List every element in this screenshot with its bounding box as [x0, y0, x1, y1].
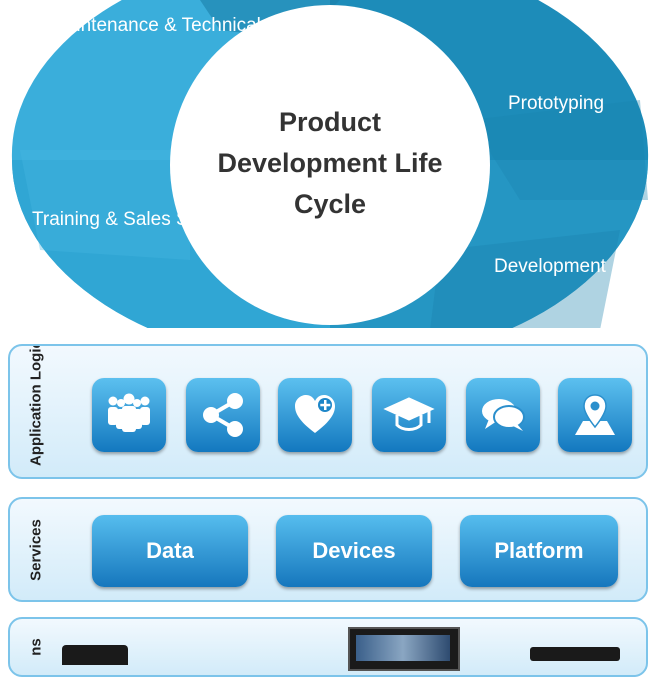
- data-button[interactable]: Data: [92, 515, 248, 587]
- center-title: Product Development Life Cycle: [217, 107, 443, 219]
- people-group-icon-glyph: [108, 393, 150, 432]
- share-icon[interactable]: [186, 378, 260, 452]
- graduation-cap-icon-glyph: [383, 397, 435, 431]
- share-icon-glyph: [203, 393, 243, 437]
- tablet-image: [348, 627, 460, 671]
- chat-bubbles-icon[interactable]: [466, 378, 540, 452]
- services-panel: Services Data Devices Platform: [8, 497, 648, 602]
- segment-label-development: Development: [494, 256, 606, 277]
- segment-label-prototyping: Prototyping: [507, 93, 605, 114]
- facet-shade: [20, 150, 190, 260]
- tablet-screen: [356, 635, 450, 661]
- center-circle: [170, 5, 490, 325]
- chat-bubbles-icon-glyph: [482, 399, 525, 431]
- devices-button[interactable]: Devices: [276, 515, 432, 587]
- devices-layer-panel: ns: [8, 617, 648, 677]
- platform-button[interactable]: Platform: [460, 515, 618, 587]
- heart-plus-icon-glyph: [295, 395, 335, 433]
- facet-shade: [430, 230, 620, 328]
- wheel-graphic: [11, 0, 649, 328]
- facet-shade: [470, 100, 648, 200]
- phone-image: [530, 647, 620, 661]
- heart-plus-icon[interactable]: [278, 378, 352, 452]
- segment-label-maintenance: Maintenance & Technical Support: [50, 15, 333, 36]
- panel-title-services: Services: [27, 519, 45, 581]
- map-pin-icon-glyph: [575, 394, 615, 435]
- graduation-cap-icon[interactable]: [372, 378, 446, 452]
- segment-label-training: Training & Sales Support: [32, 209, 243, 230]
- application-logic-panel: Application Logic: [8, 344, 648, 479]
- panel-title-partial: ns: [27, 638, 45, 656]
- panel-title-application-logic: Application Logic: [27, 344, 45, 466]
- laptop-image: [62, 645, 128, 665]
- map-pin-icon[interactable]: [558, 378, 632, 452]
- people-group-icon[interactable]: [92, 378, 166, 452]
- life-cycle-wheel: Maintenance & Technical Support Prototyp…: [0, 0, 660, 330]
